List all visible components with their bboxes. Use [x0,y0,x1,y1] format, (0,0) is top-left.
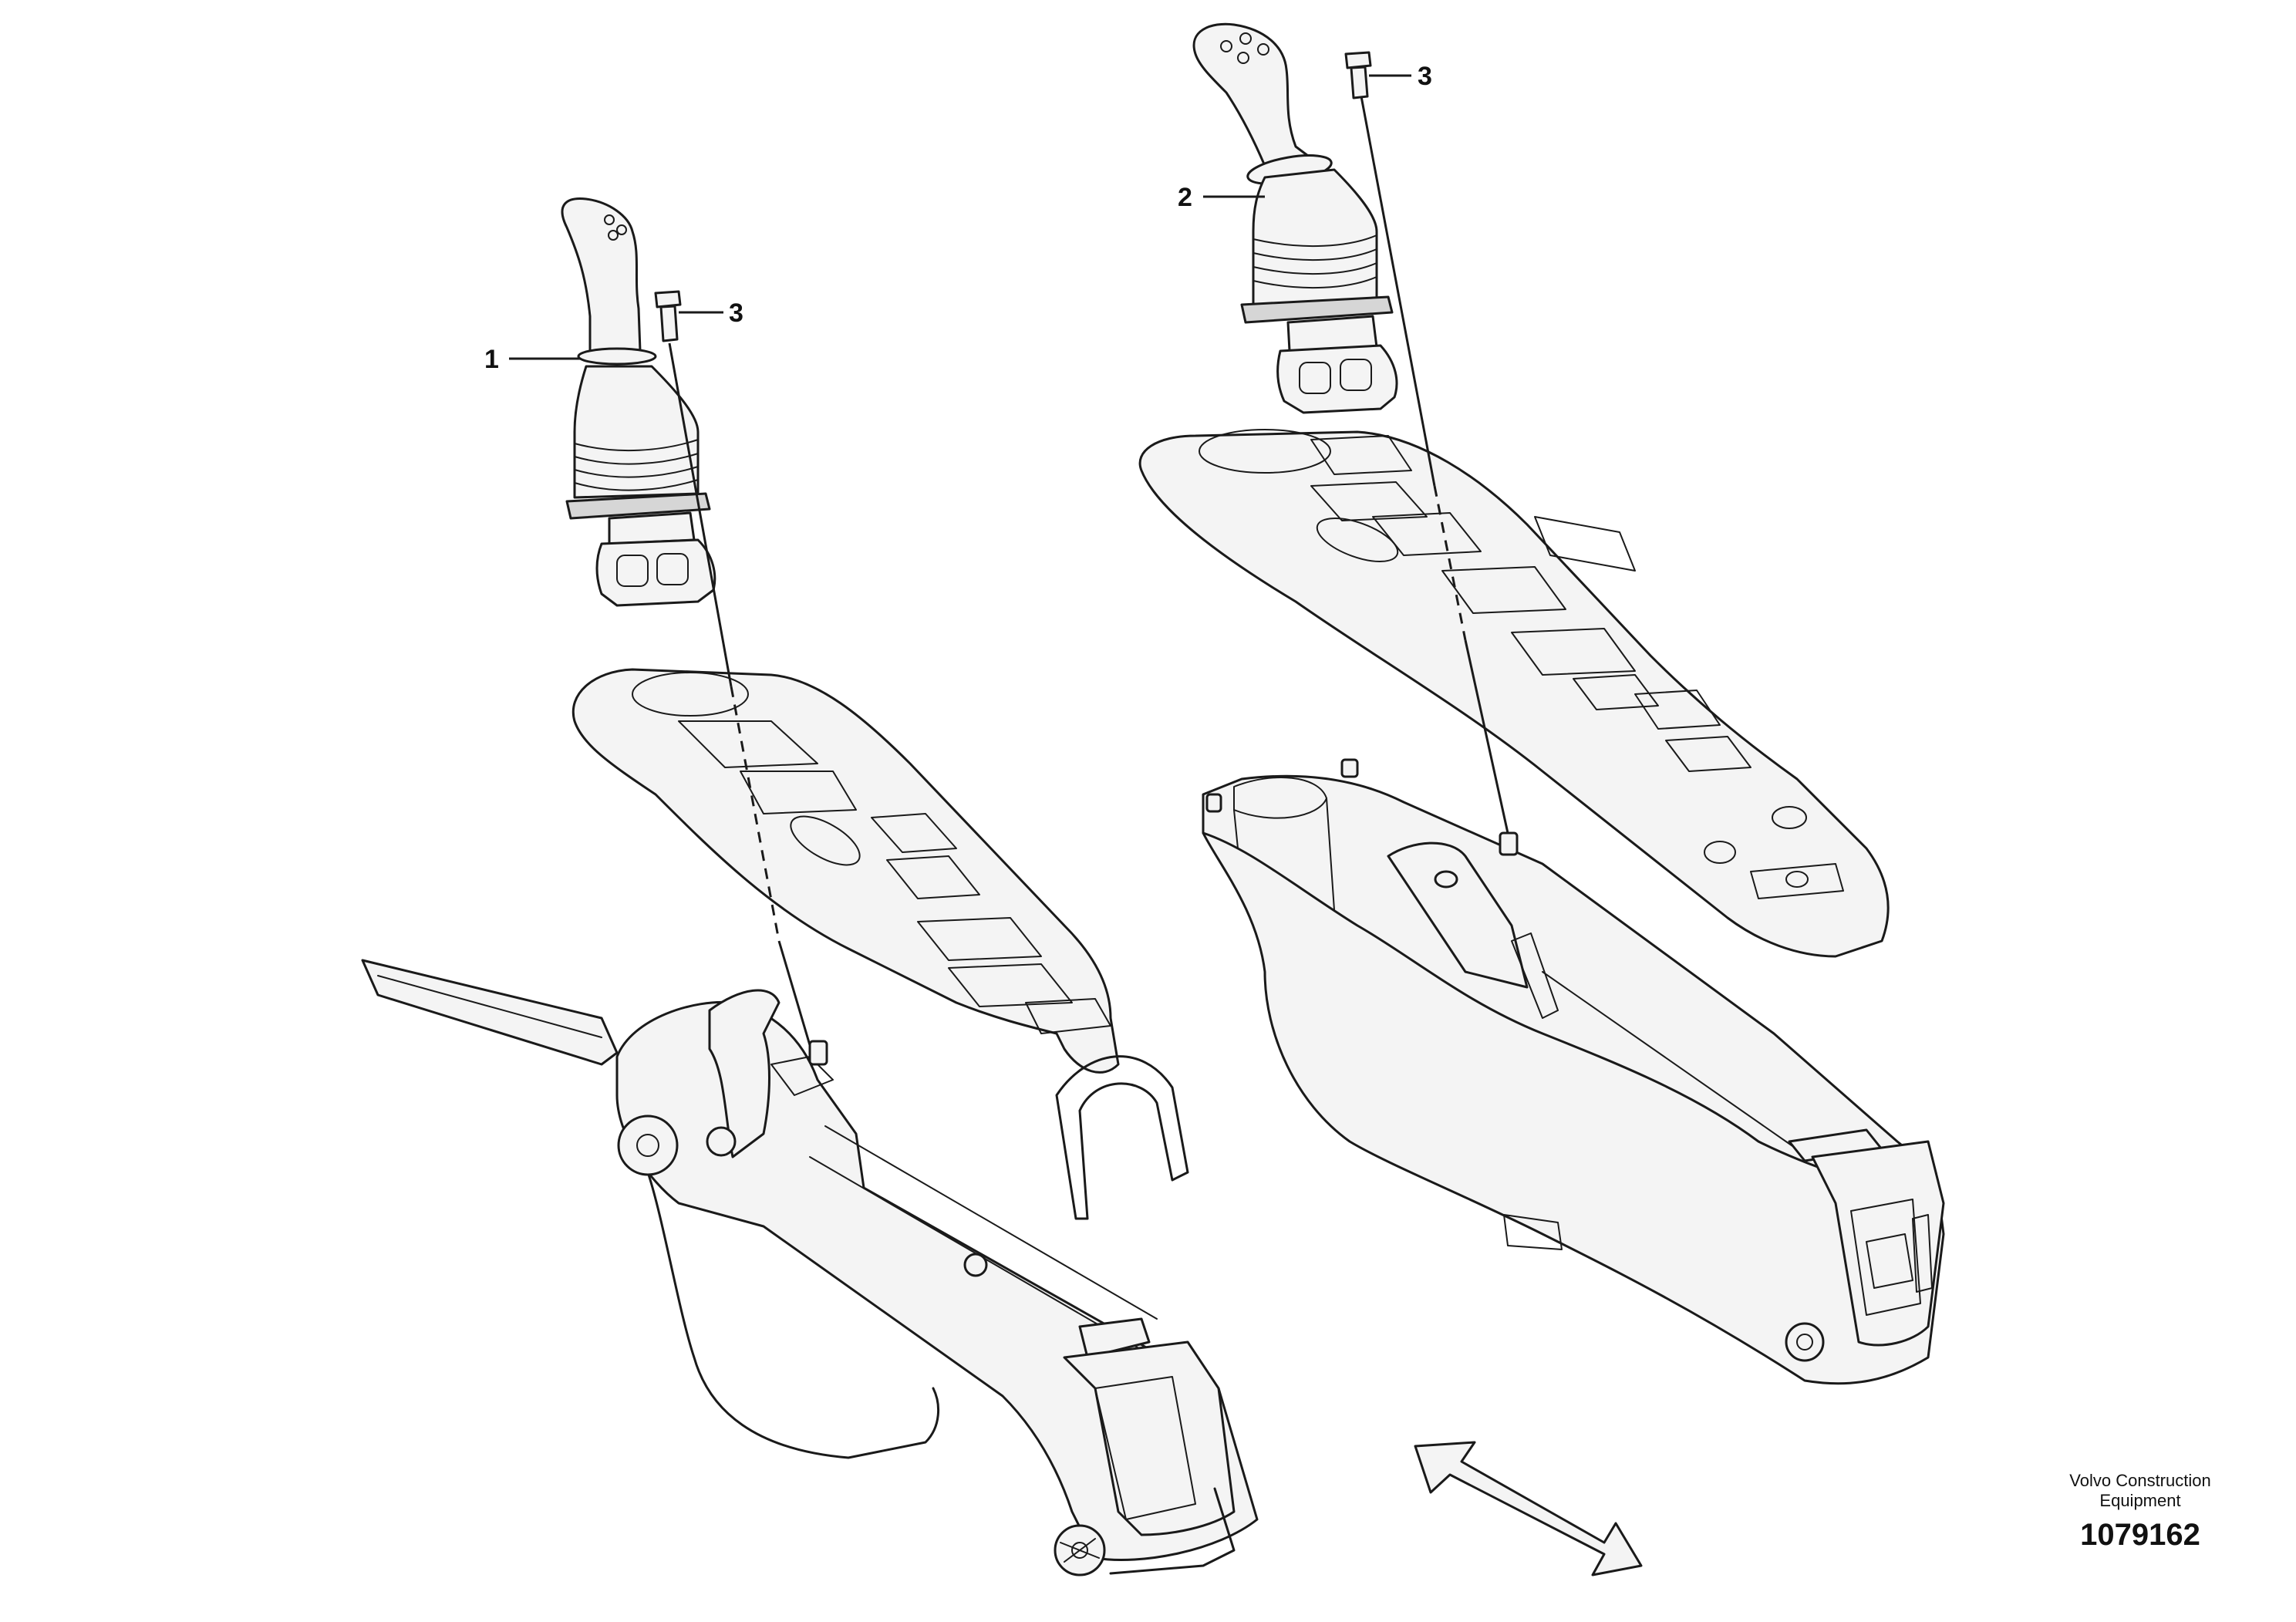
footer: Volvo Construction Equipment 1079162 [2069,1471,2210,1552]
left-bolt [654,290,682,342]
right-bolt [1344,51,1372,99]
left-assembly [361,197,1259,1576]
document-number: 1079162 [2080,1518,2200,1552]
callout-3-right: 3 [1369,62,1432,91]
right-joystick [1192,22,1398,414]
callout-2: 2 [1178,183,1265,212]
callout-3-left-label: 3 [729,298,743,328]
left-console-frame [361,959,1259,1576]
brand-line-1: Volvo Construction [2069,1471,2210,1490]
left-fastening-line-hidden [730,686,781,942]
left-fastening-line-lower [777,940,811,1046]
left-armrest-cover [571,668,1189,1220]
right-console-tub [1202,758,1945,1385]
callout-3-left: 3 [679,298,743,328]
left-joystick [561,197,716,607]
right-assembly [1138,22,1945,1385]
callout-2-label: 2 [1178,183,1192,212]
right-armrest-cover [1138,429,1890,958]
right-fastening-line-lower [1464,639,1509,834]
right-fastening-line [1360,96,1436,487]
callout-3-right-label: 3 [1418,62,1432,91]
brand-line-2: Equipment [2099,1491,2180,1510]
left-fastening-line [668,342,733,687]
callout-1-label: 1 [484,345,499,374]
callout-1: 1 [484,345,580,374]
right-fastening-line-hidden [1433,485,1467,641]
direction-arrow [1414,1441,1643,1576]
